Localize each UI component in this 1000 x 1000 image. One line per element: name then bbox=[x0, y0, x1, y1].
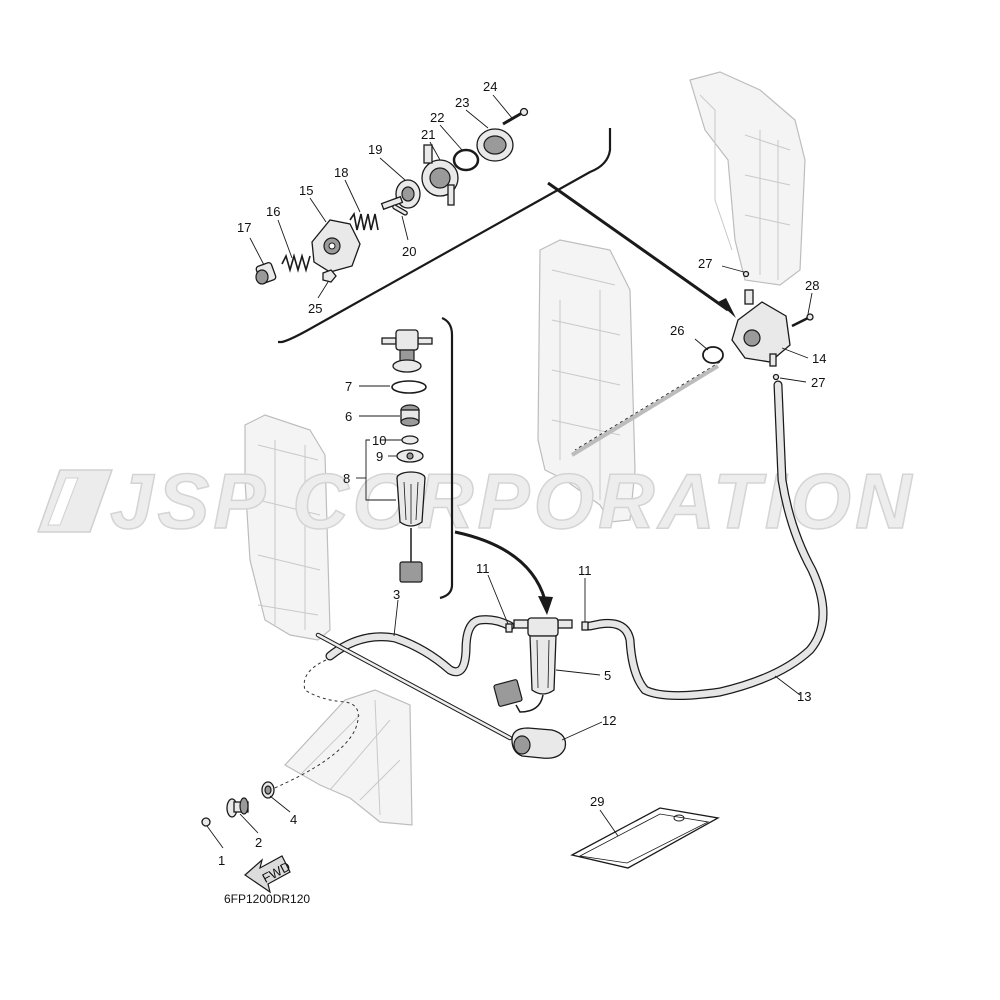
filter-exploded-stack bbox=[381, 329, 433, 583]
callout-2: 2 bbox=[255, 835, 262, 850]
part-8-filter-cup bbox=[396, 471, 426, 583]
arrow-head-filter bbox=[538, 596, 553, 615]
part-3-hose-fill bbox=[326, 616, 514, 675]
diagram-code: 6FP1200DR120 bbox=[224, 892, 310, 906]
filter-head bbox=[381, 329, 433, 373]
part-11-clip-left bbox=[505, 623, 513, 633]
part-17-sleeve bbox=[255, 262, 277, 285]
arrow-to-pump-shaft bbox=[547, 181, 729, 312]
callout-18: 18 bbox=[334, 165, 348, 180]
ghost-engine-outlines bbox=[244, 71, 806, 826]
callout-11-left: 11 bbox=[476, 561, 490, 576]
part-28-bolt bbox=[791, 313, 814, 328]
callout-3: 3 bbox=[393, 587, 400, 602]
callout-27-upper: 27 bbox=[698, 256, 712, 271]
part-4-grommet bbox=[261, 781, 275, 799]
callout-17: 17 bbox=[237, 220, 251, 235]
callout-29: 29 bbox=[590, 794, 604, 809]
part-11-clip-right bbox=[581, 621, 589, 631]
callout-6: 6 bbox=[345, 409, 352, 424]
fwd-arrow: FWD bbox=[244, 855, 293, 894]
callout-14: 14 bbox=[812, 351, 826, 366]
part-2-fitting bbox=[226, 797, 249, 818]
arrow-head-pump bbox=[718, 298, 736, 318]
part-26-o-ring bbox=[702, 346, 724, 364]
fitting-dashed-path bbox=[269, 659, 359, 791]
callout-24: 24 bbox=[483, 79, 497, 94]
part-10-washer bbox=[401, 435, 419, 445]
callout-5: 5 bbox=[604, 668, 611, 683]
callout-15: 15 bbox=[299, 183, 313, 198]
part-14-fuel-pump bbox=[731, 289, 791, 367]
fuel-pump-exploded-parts bbox=[255, 107, 529, 285]
hoses bbox=[269, 380, 828, 791]
part-24-screw bbox=[502, 107, 529, 126]
watermark: JSP CORPORATION bbox=[36, 456, 912, 546]
part-15-pump-housing bbox=[311, 219, 361, 273]
callout-13: 13 bbox=[797, 689, 811, 704]
leader-lines bbox=[206, 94, 813, 849]
part-9-float bbox=[396, 449, 424, 463]
callout-9: 9 bbox=[376, 449, 383, 464]
arrow-to-filter-shaft bbox=[454, 530, 547, 601]
part-12-line-fill bbox=[316, 633, 512, 740]
part-20-pin bbox=[392, 204, 408, 216]
callout-labels: 1 2 3 4 5 6 7 8 9 10 11 11 12 13 14 15 1… bbox=[218, 79, 826, 868]
callout-27-lower: 27 bbox=[811, 375, 825, 390]
part-12-clamp bbox=[511, 727, 567, 759]
callout-1: 1 bbox=[218, 853, 225, 868]
callout-4: 4 bbox=[290, 812, 297, 827]
callout-23: 23 bbox=[455, 95, 469, 110]
pump-shaft-dashed-line bbox=[574, 361, 721, 451]
part-13-hose-fill bbox=[586, 381, 827, 699]
part-19-plunger bbox=[380, 179, 421, 211]
callout-8: 8 bbox=[343, 471, 350, 486]
part-22-gasket bbox=[452, 148, 480, 172]
part-23-cover-plate bbox=[476, 128, 514, 162]
callout-16: 16 bbox=[266, 204, 280, 219]
callout-26: 26 bbox=[670, 323, 684, 338]
callout-19: 19 bbox=[368, 142, 382, 157]
part-1-screw bbox=[201, 817, 211, 827]
pump-shaft-ghost bbox=[570, 364, 720, 457]
fwd-arrow-icon bbox=[244, 855, 291, 894]
part-5-fuel-filter bbox=[493, 617, 573, 713]
part-21-pump-cover bbox=[421, 144, 459, 206]
part-25-nut bbox=[322, 269, 337, 283]
part-16-spring bbox=[281, 253, 311, 273]
callout-12: 12 bbox=[602, 713, 616, 728]
part-27-clip-upper bbox=[742, 270, 750, 278]
callout-22: 22 bbox=[430, 110, 444, 125]
watermark-logo-stripe bbox=[47, 477, 79, 526]
fwd-label: FWD bbox=[260, 859, 293, 886]
callout-7: 7 bbox=[345, 379, 352, 394]
callout-11-right: 11 bbox=[578, 563, 592, 578]
callout-21: 21 bbox=[421, 127, 435, 142]
part-7-o-ring bbox=[391, 380, 427, 394]
callout-10: 10 bbox=[372, 433, 386, 448]
exploded-view-bracket bbox=[278, 128, 612, 344]
part-27-clip-lower bbox=[772, 373, 780, 381]
part-18-spring bbox=[349, 211, 379, 231]
part-6-filter-element bbox=[400, 404, 420, 427]
callout-20: 20 bbox=[402, 244, 416, 259]
callout-28: 28 bbox=[805, 278, 819, 293]
part-29-label-plate bbox=[570, 807, 720, 869]
callout-25: 25 bbox=[308, 301, 322, 316]
filter-exploded-view-bracket bbox=[439, 316, 454, 600]
